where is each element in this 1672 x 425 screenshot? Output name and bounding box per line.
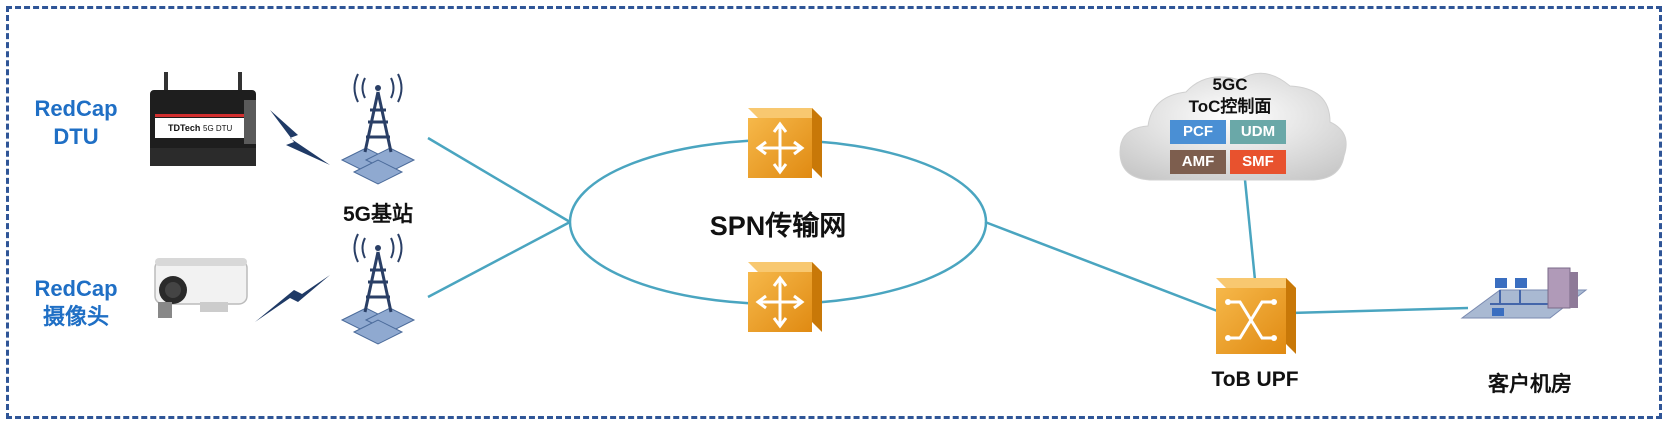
- core-title-line1: 5GC: [1212, 75, 1248, 94]
- dashed-border: [6, 6, 1662, 419]
- lightning-icon-1: [270, 110, 330, 165]
- core-title: 5GC ToC控制面: [1155, 74, 1305, 118]
- nf-udm: UDM: [1230, 120, 1286, 144]
- nf-pcf: PCF: [1170, 120, 1226, 144]
- base-station-tower-icon-1: [340, 73, 416, 185]
- spn-router-icon-2: [748, 262, 822, 332]
- customer-room-icon: [1460, 267, 1588, 319]
- dtu-label-line1: RedCap: [34, 96, 118, 121]
- dtu-model-text: 5G DTU: [203, 124, 233, 133]
- base-station-tower-icon-2: [340, 233, 416, 345]
- dtu-brand-text: TDTech: [168, 123, 200, 133]
- link-cloud-upf: [1243, 179, 1257, 281]
- camera-label-line2: 摄像头: [42, 304, 109, 329]
- link-tower1-spn: [427, 136, 571, 224]
- spn-label: SPN传输网: [709, 211, 847, 241]
- links: [427, 136, 1469, 315]
- spn-router-icon-1: [748, 108, 822, 178]
- link-spn-upf: [984, 220, 1221, 314]
- dtu-device-icon: [150, 72, 256, 166]
- upf-switch-icon: [1216, 278, 1296, 354]
- dtu-label: RedCap DTU: [30, 95, 122, 151]
- camera-label: RedCap 摄像头: [30, 275, 122, 331]
- camera-label-line1: RedCap: [34, 276, 118, 301]
- dtu-label-line2: DTU: [53, 124, 99, 149]
- link-upf-customer: [1289, 306, 1469, 315]
- customer-label: 客户机房: [1488, 373, 1572, 396]
- base-station-label: 5G基站: [342, 203, 413, 226]
- core-title-line2: ToC控制面: [1188, 97, 1272, 116]
- lightning-icon-2: [255, 275, 330, 322]
- upf-label: ToB UPF: [1211, 368, 1299, 391]
- nf-amf: AMF: [1170, 150, 1226, 174]
- nf-smf: SMF: [1230, 150, 1286, 174]
- camera-device-icon: [154, 258, 248, 318]
- link-tower2-spn: [427, 220, 571, 299]
